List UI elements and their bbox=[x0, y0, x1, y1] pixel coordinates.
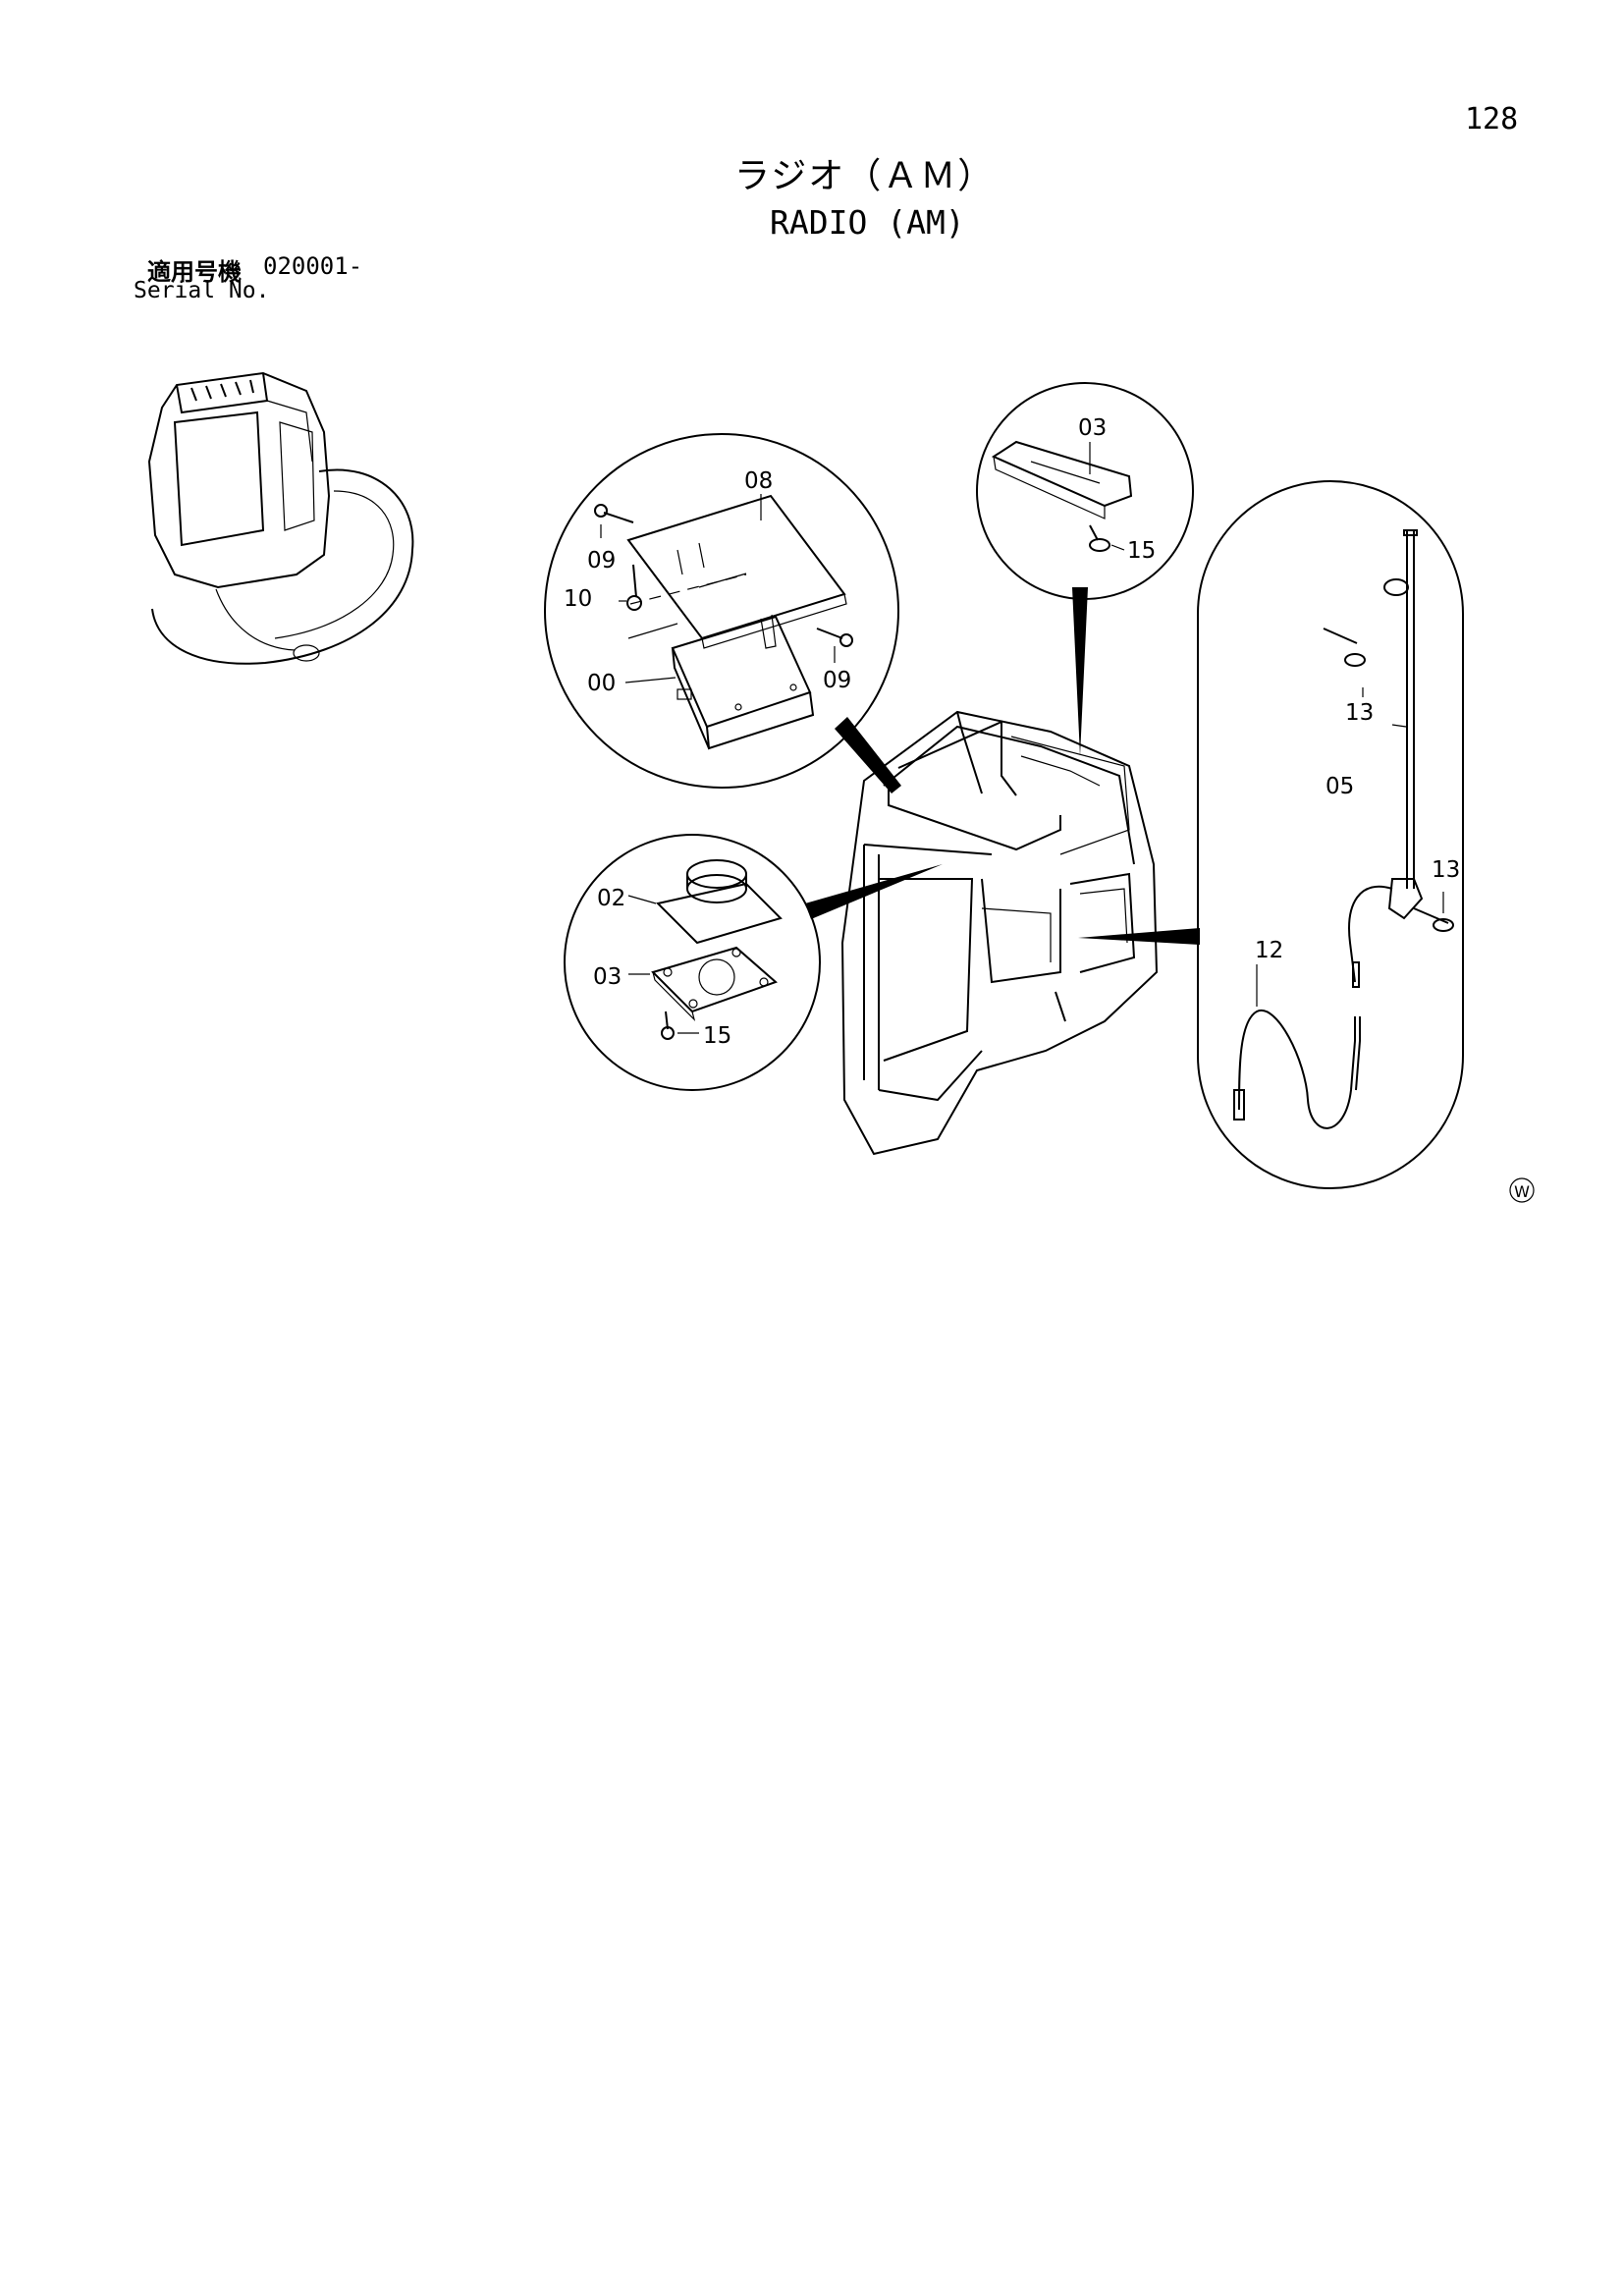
callout-09-top: 09 bbox=[587, 548, 616, 574]
detail-pointers bbox=[805, 587, 1200, 945]
page-title-japanese: ラジオ（ＡＭ） bbox=[734, 156, 996, 196]
machine-overview-illustration bbox=[147, 371, 414, 665]
callout-13-bottom: 13 bbox=[1432, 857, 1460, 883]
speaker-detail-view bbox=[564, 834, 821, 1091]
callout-08: 08 bbox=[744, 468, 773, 494]
callout-labels: 08 09 10 00 09 03 15 02 03 15 13 05 13 1… bbox=[564, 415, 1460, 1049]
cab-illustration bbox=[840, 710, 1159, 1156]
callout-09-right: 09 bbox=[823, 668, 851, 693]
callout-15-roof: 15 bbox=[1127, 538, 1156, 564]
antenna-detail-view bbox=[1197, 480, 1464, 1189]
callout-10: 10 bbox=[564, 586, 592, 612]
callout-05: 05 bbox=[1325, 774, 1354, 799]
callout-12: 12 bbox=[1255, 938, 1283, 963]
page-title-english: RADIO (AM) bbox=[770, 203, 965, 242]
serial-label-japanese: 適用号機 bbox=[147, 258, 242, 286]
radio-detail-view bbox=[544, 433, 899, 789]
callout-13-top: 13 bbox=[1345, 700, 1374, 726]
callout-15-speaker: 15 bbox=[703, 1023, 731, 1049]
serial-number-range: 020001- bbox=[263, 252, 363, 280]
callout-00: 00 bbox=[587, 671, 616, 696]
callout-03-speaker: 03 bbox=[593, 964, 622, 990]
callout-02: 02 bbox=[597, 886, 625, 911]
w-mark-letter: W bbox=[1514, 1182, 1530, 1201]
callout-03-roof: 03 bbox=[1078, 415, 1107, 441]
serial-label-english: Serial No. bbox=[134, 278, 270, 303]
page-number: 128 bbox=[1465, 102, 1519, 137]
circled-w-mark: W bbox=[1509, 1177, 1535, 1203]
